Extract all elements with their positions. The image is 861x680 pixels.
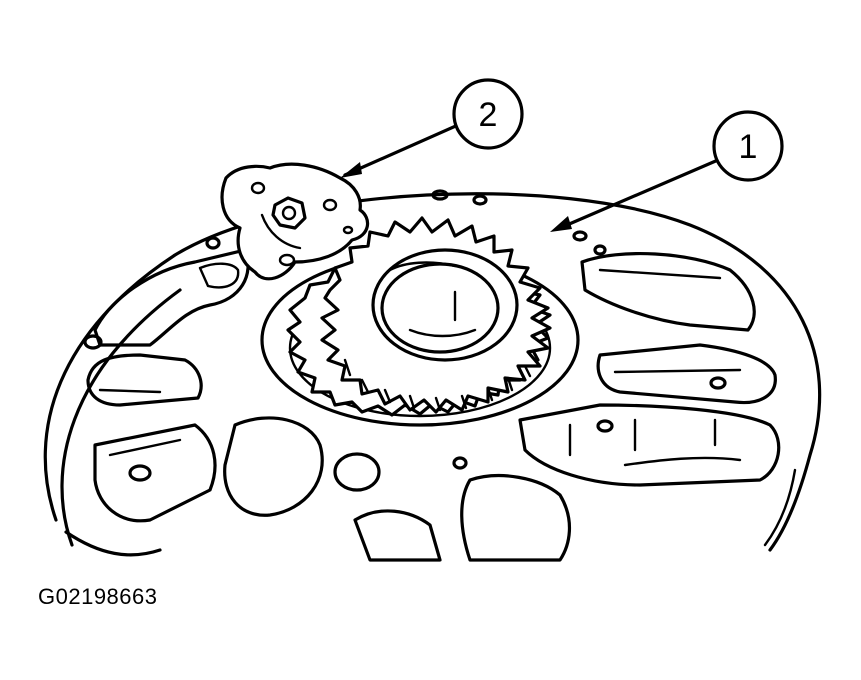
pump-body	[43, 189, 822, 562]
inner-gear	[320, 216, 552, 414]
callout-1: 1	[712, 110, 784, 182]
figure-id: G02198663	[38, 584, 158, 609]
cover-plate	[220, 162, 370, 281]
leader-lines	[340, 123, 720, 232]
svg-text:1: 1	[739, 128, 758, 166]
svg-text:2: 2	[479, 96, 498, 134]
callout-2: 2	[452, 78, 524, 150]
